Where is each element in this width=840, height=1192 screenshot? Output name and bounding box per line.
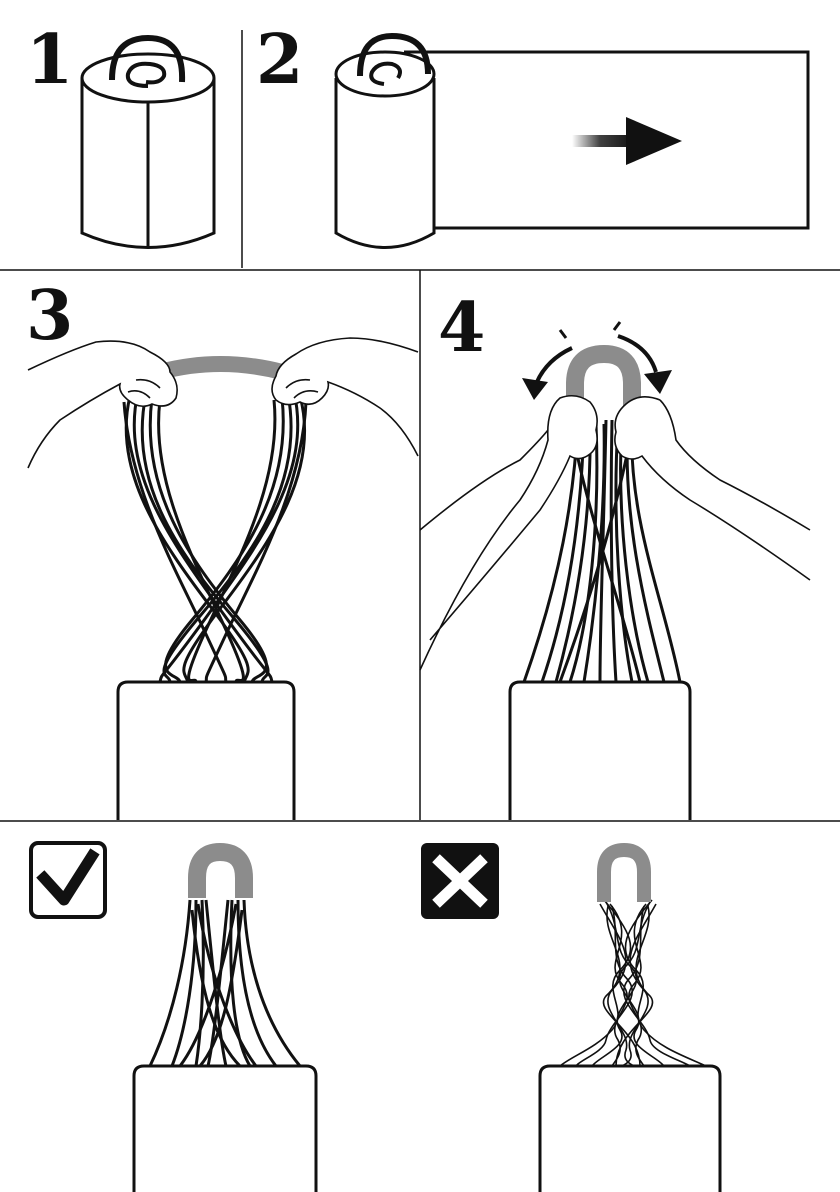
correct-example-container xyxy=(134,1066,316,1192)
step-1-roll xyxy=(82,38,214,248)
wrong-example-strip xyxy=(604,850,644,902)
step-2-roll xyxy=(336,36,434,248)
check-mark-icon xyxy=(31,843,105,917)
wrong-example-strands xyxy=(560,900,706,1066)
step-3-strip xyxy=(160,364,282,372)
cross-mark-icon xyxy=(421,843,499,919)
step-3-strands xyxy=(124,392,306,682)
step-3-right-hand xyxy=(272,338,418,456)
wrong-example-container xyxy=(540,1066,720,1192)
step-4-hands xyxy=(420,396,810,670)
correct-example-strands xyxy=(150,900,300,1066)
step-4-container xyxy=(510,682,690,820)
step-3-left-hand xyxy=(28,341,177,468)
step-3-container xyxy=(118,682,294,820)
correct-example-strip xyxy=(197,852,244,898)
